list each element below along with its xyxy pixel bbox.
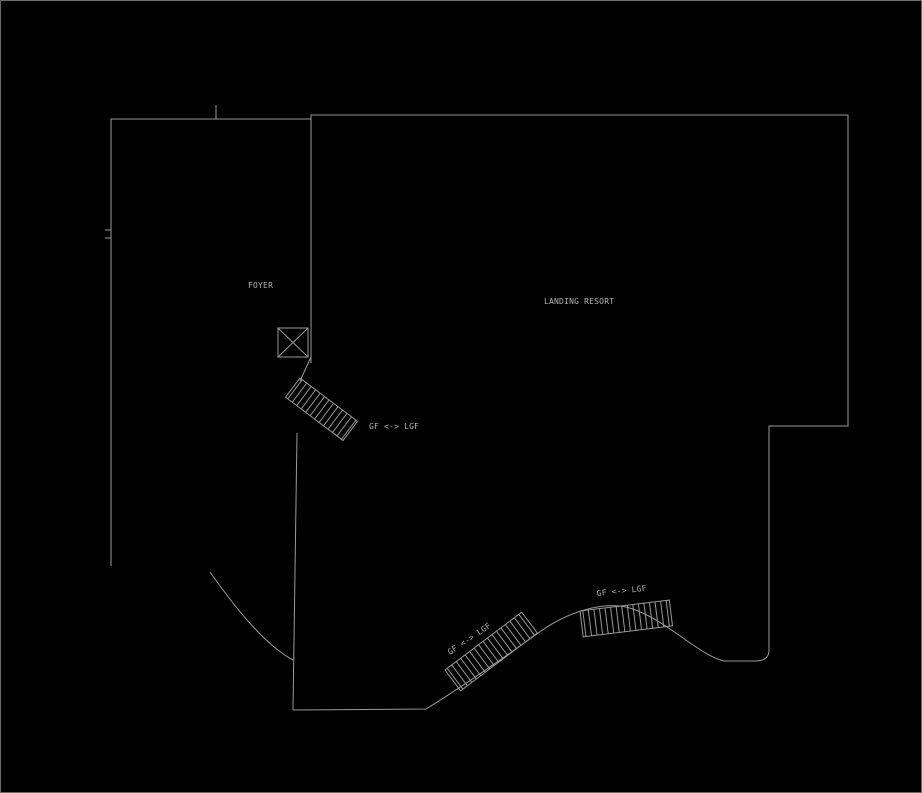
wall-curve-lower-left: [209, 571, 294, 661]
wall-main-outline: [292, 114, 849, 711]
walls: [105, 105, 849, 711]
foyer-label: FOYER: [248, 281, 273, 290]
stair-run-lower-left-icon: [444, 611, 539, 692]
landing-resort-label: LANDING RESORT: [544, 297, 614, 306]
wall-left-ticks: [105, 229, 111, 239]
wall-interior-lower: [292, 432, 298, 711]
stair-run-foyer-icon: [284, 377, 359, 442]
stair-label-lower-right: GF <-> LGF: [596, 584, 647, 598]
elevator-shaft-icon: [277, 327, 309, 358]
wall-stair-link: [299, 356, 312, 382]
stair-run-lower-right-icon: [579, 599, 674, 638]
stair-label-foyer: GF <-> LGF: [369, 422, 419, 431]
wall-left-section: [110, 118, 311, 566]
